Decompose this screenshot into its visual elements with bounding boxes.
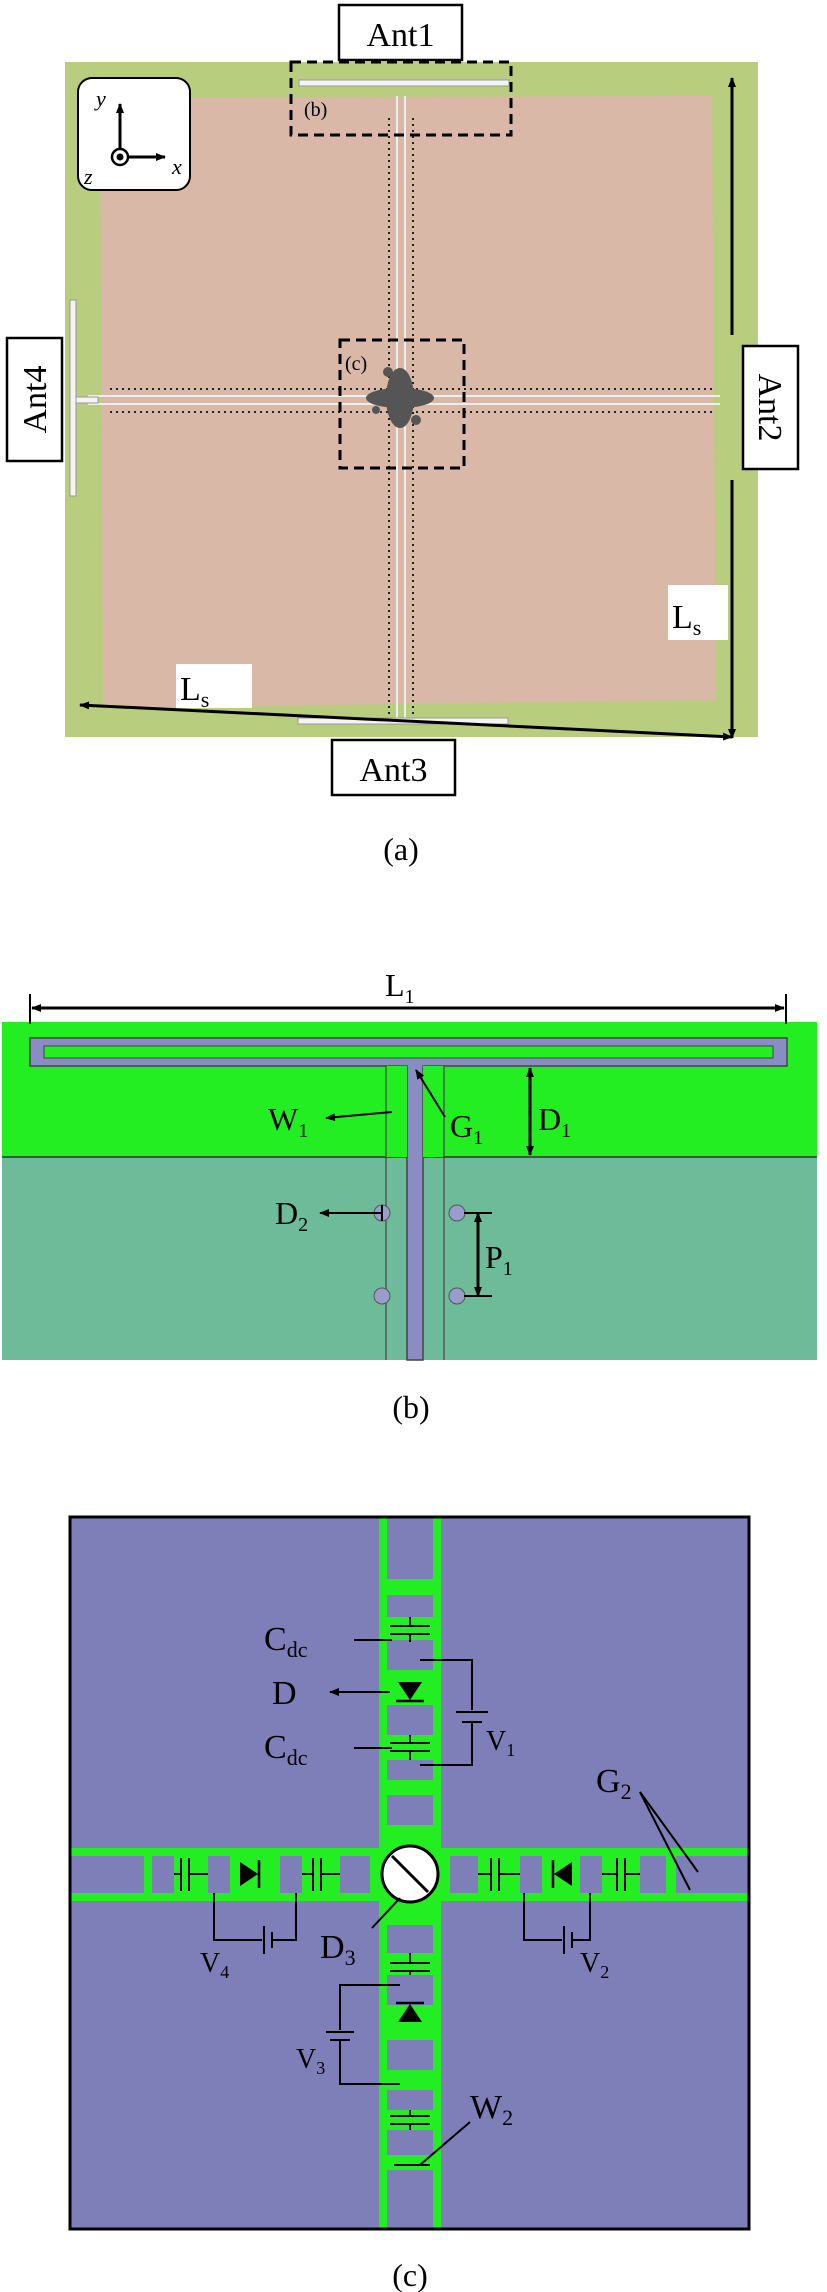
purple-patches (70, 1517, 749, 2229)
panel-c: Cdc D Cdc V1 G2 V4 D3 V2 V3 W2 (c) (68, 1515, 751, 2292)
ant2-label: Ant2 (751, 374, 788, 442)
horizontal-pads (152, 1856, 666, 1893)
caption-a: (a) (383, 831, 419, 867)
ant3-label: Ant3 (360, 752, 428, 789)
ant3-box (330, 738, 457, 797)
ant1-box (337, 3, 464, 62)
v4-label: V4 (200, 1948, 229, 1982)
panel-c-border (68, 1515, 751, 2231)
g1-label: G1 (450, 1108, 483, 1149)
region-b-box (289, 60, 513, 137)
horizontal-capacitors (174, 1858, 640, 1891)
v2-label: V2 (580, 1948, 609, 1982)
region-c-box (338, 338, 466, 470)
center-strips (70, 1517, 749, 2229)
ant2-box (741, 344, 800, 471)
l1-label: L1 (385, 967, 415, 1008)
z-axis-dot (116, 153, 124, 161)
caption-b: (b) (392, 1389, 429, 1425)
w2-leader (419, 2121, 471, 2166)
ls-bottom-bg (176, 664, 252, 708)
v1-label: V1 (486, 1726, 515, 1760)
v3-label: V3 (296, 2044, 325, 2078)
d3-label: D3 (320, 1929, 356, 1970)
diode-d-label: D (272, 1675, 297, 1712)
g2-label: G2 (596, 1763, 632, 1804)
w2-label: W2 (470, 2089, 513, 2130)
d2-label: D2 (275, 1195, 308, 1236)
ls-bottom-label: Ls (180, 671, 209, 712)
g1-arrow (415, 1069, 446, 1118)
d3-leader (371, 1897, 401, 1929)
ls-right-bg (668, 585, 728, 640)
ant1-label: Ant1 (367, 17, 435, 54)
diodes (240, 1682, 572, 2022)
gap-left (386, 1066, 407, 1157)
caption-c: (c) (392, 2257, 428, 2292)
g2-leader-2 (639, 1791, 691, 1891)
panel-a: (b) (c) y x z Ant1 Ant3 Ant4 Ant2 Ls Ls … (5, 3, 800, 867)
w1-label: W1 (268, 1101, 308, 1142)
region-b-label: (b) (304, 99, 327, 121)
t-monopole (29, 1037, 788, 1361)
monopole-slot (43, 1045, 774, 1059)
coordinate-box (77, 77, 191, 191)
ant4-box (5, 336, 64, 463)
d3-port-slash (390, 1854, 430, 1894)
ls-right-label: Ls (672, 599, 701, 640)
axis-y-label: y (94, 86, 106, 111)
cdc-bottom-label: Cdc (264, 1729, 308, 1770)
cdc-top-label: Cdc (264, 1621, 308, 1662)
w1-arrow (325, 1111, 393, 1122)
center-components (366, 367, 434, 428)
g2-leader-1 (639, 1791, 699, 1873)
panel-b: L1 W1 G1 D1 D2 P1 (b) (2, 967, 817, 1425)
d1-label: D1 (538, 1101, 571, 1142)
axis-z-label: z (83, 164, 93, 189)
axis-x-label: x (171, 154, 182, 179)
p1-label: P1 (485, 1239, 513, 1280)
vertical-capacitors (390, 1617, 430, 2130)
ls-bottom-arrow (79, 701, 733, 741)
bias-circuits (213, 1659, 591, 2085)
ant4-label: Ant4 (17, 366, 54, 434)
region-c-label: (c) (345, 353, 367, 375)
